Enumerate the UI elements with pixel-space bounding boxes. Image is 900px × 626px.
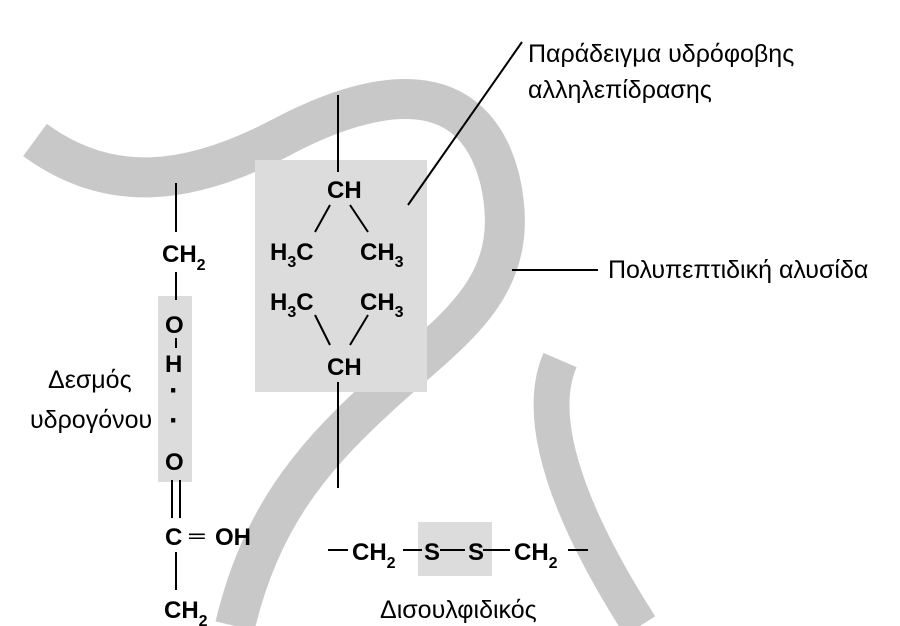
hydrophobic-label-line1: Παράδειγμα υδρόφοβης <box>528 40 794 68</box>
h3c-upper: H3C <box>270 239 314 271</box>
ch-top: CH <box>327 177 362 204</box>
polypeptide-label: Πολυπεπτιδική αλυσίδα <box>608 256 868 284</box>
ch2-right: CH2 <box>514 539 558 572</box>
carbonyl-carbon: C <box>165 524 182 551</box>
oxygen-top: O <box>165 312 184 339</box>
hbond-highlight <box>158 296 192 482</box>
ch3-upper: CH3 <box>360 239 404 271</box>
bond <box>349 204 369 233</box>
sulfur-1: S <box>424 539 440 566</box>
sulfur-2: S <box>468 539 484 566</box>
ch2-left: CH2 <box>352 539 396 572</box>
double-bond: ═ <box>188 523 205 548</box>
bond <box>314 204 331 233</box>
bond <box>314 314 331 346</box>
disulfide-label: Δισουλφιδικός <box>380 596 537 624</box>
ch-bottom: CH <box>327 354 362 381</box>
h3c-lower: H3C <box>270 289 314 321</box>
hydrophobic-highlight <box>255 160 427 392</box>
hbond-label-line1: Δεσμός <box>48 366 132 394</box>
ch3-lower: CH3 <box>360 289 404 321</box>
hydroxyl: OH <box>215 524 251 551</box>
hydrogen: H <box>165 351 182 378</box>
ch2-bottom: CH2 <box>164 597 208 626</box>
hbond-label-line2: υδρογόνου <box>30 406 152 434</box>
hbond-dot-1: · <box>169 374 179 407</box>
ch2-top: CH2 <box>162 241 206 274</box>
oxygen-bottom: O <box>165 449 184 476</box>
bond <box>349 314 369 346</box>
polypeptide-chain-main <box>23 79 525 626</box>
hydrophobic-leader-line <box>407 41 523 206</box>
hydrophobic-label-line2: αλληλεπίδρασης <box>528 76 712 104</box>
polypeptide-chain-right <box>533 352 656 626</box>
hbond-dot-2: · <box>169 404 179 437</box>
